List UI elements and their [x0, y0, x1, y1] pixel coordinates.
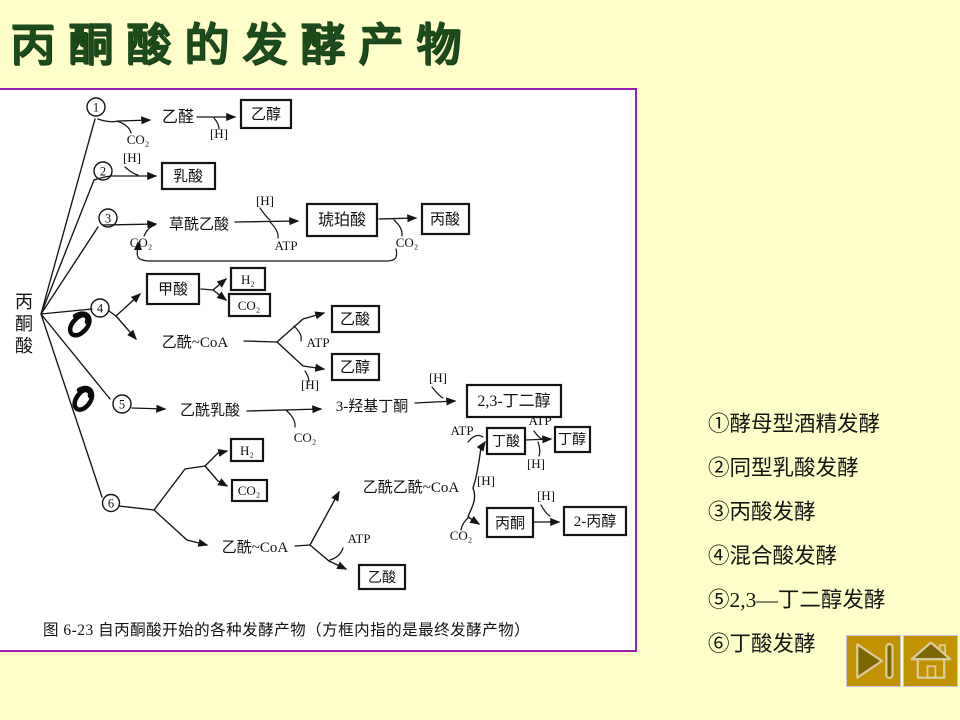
node-succinate: 琥珀酸	[318, 211, 366, 229]
slide-title: 丙酮酸的发酵产物	[10, 19, 475, 70]
node-box-h2	[229, 437, 265, 463]
co2-label: CO₂	[130, 235, 153, 250]
branch-5-pathway: 乙酰乳酸 CO₂ 3-羟基丁酮 [H] 2,3-丁二醇	[131, 370, 563, 445]
atp-label: ATP	[347, 531, 370, 546]
co2-label: CO₂	[450, 528, 473, 543]
h-label: [H]	[123, 150, 141, 165]
node-box-acetone	[485, 506, 535, 539]
node-box-acetate	[357, 563, 407, 591]
node-box-ethanol	[239, 98, 293, 130]
co2-recycle-line	[136, 246, 398, 262]
legend-item-4: ④混合酸发酵	[708, 544, 838, 568]
h-label: [H]	[301, 377, 319, 392]
figure-caption: 图 6-23 自丙酮酸开始的各种发酵产物（方框内指的是最终发酵产物）	[43, 621, 530, 639]
node-co2: CO₂	[238, 483, 261, 498]
atp-label: ATP	[306, 335, 329, 350]
pyruvate-char-1: 丙	[15, 292, 33, 312]
node-acetoin: 3-羟基丁酮	[336, 398, 409, 415]
ink-scribble-mark	[72, 385, 95, 412]
home-button[interactable]	[903, 635, 958, 687]
branch-1-pathway: 乙醛 CO₂ [H] 乙醇	[97, 98, 293, 147]
co2-label: CO₂	[127, 132, 150, 147]
node-box-lactate	[160, 161, 217, 191]
next-slide-button[interactable]	[846, 635, 901, 687]
slide-nav	[846, 635, 958, 687]
node-box-butyrate	[485, 426, 527, 456]
legend-item-1: ①酵母型酒精发酵	[708, 412, 881, 436]
node-butanol: 丁醇	[558, 431, 586, 448]
node-acetone: 丙酮	[495, 515, 525, 532]
figure-panel: 丙 酮 酸 1 2 3 4 5 6 乙醛 CO₂ [H] 乙醇 [H] 乳酸 C	[0, 88, 637, 652]
node-box-h2	[229, 266, 267, 292]
node-formate: 甲酸	[158, 281, 188, 298]
co2-recycle-arrowhead	[134, 241, 142, 250]
atp-label: ATP	[450, 423, 473, 438]
hub-rays	[40, 118, 111, 498]
ink-scribble-mark	[67, 311, 92, 338]
atp-label: ATP	[528, 413, 551, 428]
branch-5-badge: 5	[119, 398, 125, 412]
branch-2-pathway: [H] 乳酸	[93, 150, 217, 191]
h-label: [H]	[477, 473, 495, 488]
node-box-formate	[145, 272, 201, 306]
h-label: [H]	[537, 488, 555, 503]
node-acetaldehyde: 乙醛	[162, 108, 194, 126]
branch-6-pathway: H₂ CO₂ 乙酰~CoA ATP 乙酸 乙酰乙酰~CoA ATP 丁酸 ATP…	[118, 413, 628, 591]
node-acetate: 乙酸	[340, 311, 370, 328]
node-lactate: 乳酸	[173, 168, 203, 185]
node-butanediol: 2,3-丁二醇	[477, 392, 550, 410]
node-box-butanediol	[465, 383, 563, 419]
node-ethanol: 乙醇	[340, 359, 370, 376]
node-box-isopropanol	[562, 505, 628, 537]
node-propionate: 丙酸	[430, 211, 460, 228]
branch-4-badge: 4	[97, 302, 104, 316]
node-acetyl-coa: 乙酰~CoA	[222, 539, 289, 556]
h-label: [H]	[429, 370, 447, 385]
node-oxaloacetate: 草酰乙酸	[169, 216, 229, 233]
node-box-acetate	[330, 304, 381, 334]
node-box-ethanol	[330, 352, 381, 382]
branch-4-pathway: 甲酸 H₂ CO₂ 乙酰~CoA ATP 乙酸 [H] 乙醇	[108, 266, 381, 392]
branch-1-badge: 1	[93, 101, 99, 115]
home-icon	[910, 641, 951, 679]
fermentation-legend: ①酵母型酒精发酵 ②同型乳酸发酵 ③丙酸发酵 ④混合酸发酵 ⑤2,3—丁二醇发酵…	[708, 402, 958, 666]
legend-item-2: ②同型乳酸发酵	[708, 456, 859, 480]
node-box-succinate	[305, 202, 379, 238]
node-acetyl-coa: 乙酰~CoA	[162, 334, 229, 351]
legend-item-5: ⑤2,3—丁二醇发酵	[708, 588, 886, 612]
branch-badges: 1 2 3 4 5 6	[86, 97, 132, 513]
node-co2: CO₂	[238, 298, 261, 313]
node-ethanol: 乙醇	[251, 106, 281, 123]
h-label: [H]	[210, 126, 228, 141]
legend-item-3: ③丙酸发酵	[708, 500, 816, 524]
next-icon	[855, 643, 894, 679]
branch-3-badge: 3	[105, 212, 111, 226]
co2-label: CO₂	[396, 235, 419, 250]
legend-item-6: ⑥丁酸发酵	[708, 632, 816, 656]
fermentation-diagram: 丙 酮 酸 1 2 3 4 5 6 乙醛 CO₂ [H] 乙醇 [H] 乳酸 C	[15, 97, 628, 639]
h-label: [H]	[256, 193, 274, 208]
node-box-butanol	[553, 425, 592, 454]
node-acetoacetyl-coa: 乙酰乙酰~CoA	[363, 479, 460, 496]
branch-6-badge: 6	[108, 497, 114, 511]
h-label: [H]	[527, 456, 545, 471]
node-h2: H₂	[241, 272, 255, 287]
pyruvate-char-3: 酸	[15, 336, 33, 356]
node-isopropanol: 2-丙醇	[574, 513, 617, 530]
node-acetolactate: 乙酰乳酸	[180, 402, 240, 419]
node-acetate: 乙酸	[368, 570, 396, 586]
node-box-co2	[230, 478, 269, 503]
branch-3-pathway: CO₂ 草酰乙酸 [H] ATP 琥珀酸 CO₂ 丙酸	[102, 193, 471, 262]
node-box-propionate	[420, 202, 471, 236]
node-box-co2	[227, 292, 272, 318]
source-pyruvate-label: 丙 酮 酸	[15, 292, 33, 356]
node-h2: H₂	[240, 443, 254, 458]
atp-label: ATP	[274, 238, 297, 253]
branch-2-badge: 2	[100, 165, 106, 179]
node-butyrate: 丁酸	[492, 434, 520, 450]
pyruvate-char-2: 酮	[15, 314, 33, 334]
co2-label: CO₂	[294, 430, 317, 445]
